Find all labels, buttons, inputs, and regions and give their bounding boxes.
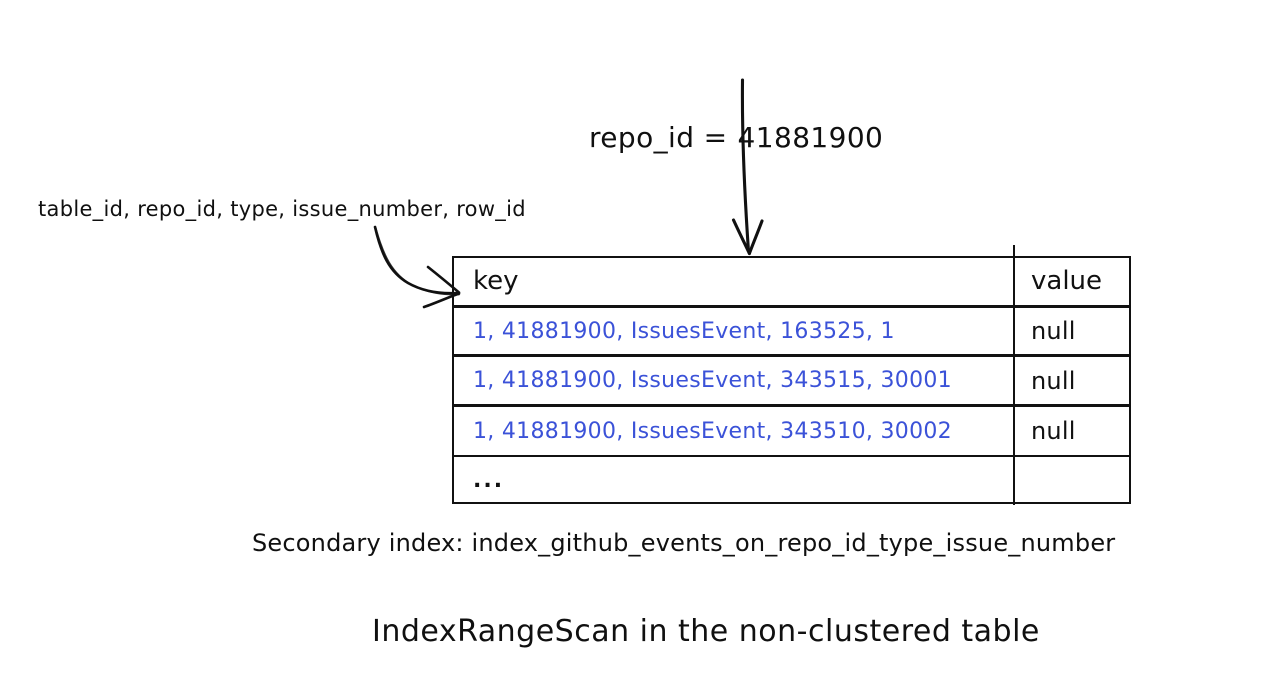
table-row: 1, 41881900, IssuesEvent, 343515, 30001 …: [452, 354, 1131, 404]
table-cell-key: 1, 41881900, IssuesEvent, 343515, 30001: [452, 357, 1013, 404]
table-header-row: key value: [452, 256, 1131, 305]
table-cell-value-text: null: [1031, 417, 1076, 445]
secondary-index-caption: Secondary index: index_github_events_on_…: [252, 529, 1116, 557]
table-cell-key-text: 1, 41881900, IssuesEvent, 343515, 30001: [473, 368, 952, 393]
table-cell-key-text: 1, 41881900, IssuesEvent, 163525, 1: [473, 318, 895, 344]
query-arrow: [731, 78, 764, 256]
table-cell-value: null: [1013, 357, 1131, 404]
query-predicate-label: repo_id = 41881900: [589, 121, 883, 155]
table-cell-key-text: 1, 41881900, IssuesEvent, 343510, 30002: [473, 418, 952, 444]
index-columns-arrow: [373, 225, 461, 309]
index-columns-label: table_id, repo_id, type, issue_number, r…: [38, 197, 526, 221]
table-cell-value: null: [1013, 308, 1131, 354]
table-header-value: value: [1013, 256, 1131, 305]
table-row: 1, 41881900, IssuesEvent, 163525, 1 null: [452, 305, 1131, 354]
table-column-divider: [1013, 245, 1015, 505]
table-row-ellipsis: ...: [452, 455, 1131, 504]
table-row: 1, 41881900, IssuesEvent, 343510, 30002 …: [452, 404, 1131, 455]
query-predicate-value: 41881900: [737, 121, 884, 154]
table-cell-key: 1, 41881900, IssuesEvent, 163525, 1: [452, 308, 1013, 354]
table-cell-value-text: null: [1031, 366, 1076, 395]
table-cell-key: ...: [452, 457, 1013, 504]
table-cell-value: null: [1013, 407, 1131, 455]
table-cell-key: 1, 41881900, IssuesEvent, 343510, 30002: [452, 407, 1013, 455]
query-predicate-text: repo_id =: [589, 121, 728, 154]
index-key-value-table: key value 1, 41881900, IssuesEvent, 1635…: [452, 245, 1131, 505]
table-cell-ellipsis-text: ...: [473, 468, 505, 493]
figure-caption: IndexRangeScan in the non-clustered tabl…: [372, 614, 1040, 649]
table-cell-value-text: null: [1031, 317, 1076, 345]
table-outer-border: [452, 256, 1131, 504]
table-header-key: key: [452, 256, 1013, 305]
table-header-value-label: value: [1031, 265, 1103, 296]
table-header-key-label: key: [473, 265, 519, 296]
table-cell-value: [1013, 457, 1131, 504]
